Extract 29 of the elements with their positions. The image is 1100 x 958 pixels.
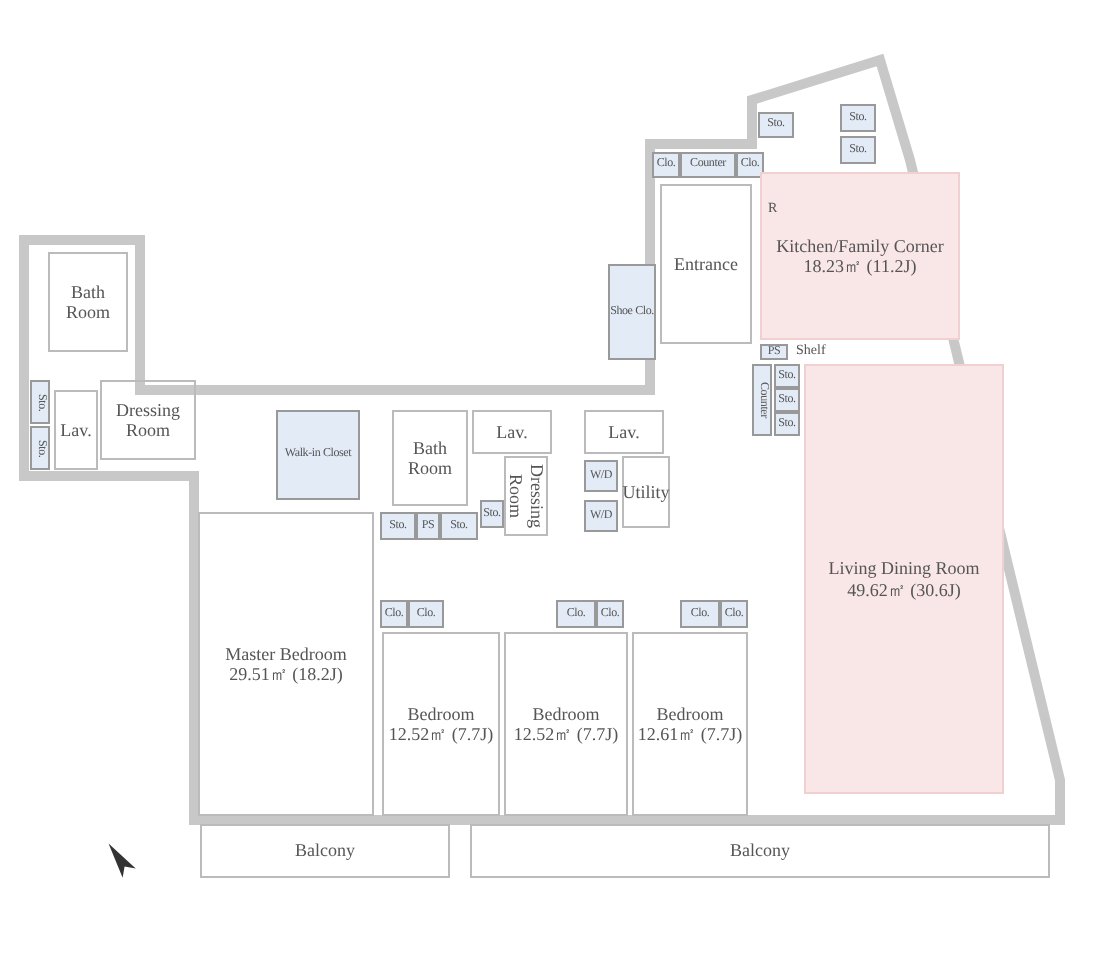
room-name: Bedroom bbox=[407, 703, 475, 724]
room-area: Lav. bbox=[54, 390, 98, 470]
room-size: 29.51㎡ (18.2J) bbox=[229, 664, 343, 685]
room-name: Bedroom bbox=[656, 703, 724, 724]
room-name: Master Bedroom bbox=[225, 643, 347, 664]
room-area: Dressing Room bbox=[100, 380, 196, 460]
room-area: Lav. bbox=[584, 410, 664, 454]
room-size: 49.62㎡ (30.6J) bbox=[847, 579, 961, 600]
room-area: Entrance bbox=[660, 184, 752, 344]
room-size: 12.52㎡ (7.7J) bbox=[513, 724, 619, 745]
room-area bbox=[504, 632, 628, 816]
room-area bbox=[382, 632, 500, 816]
room-name: Kitchen/Family Corner bbox=[776, 235, 944, 256]
room-area bbox=[804, 364, 1004, 794]
room-area bbox=[760, 172, 960, 340]
room-area: Dressing Room bbox=[504, 456, 548, 536]
room-area: Bath Room bbox=[392, 410, 468, 506]
room-size: 12.52㎡ (7.7J) bbox=[388, 724, 494, 745]
room-name: Living Dining Room bbox=[828, 558, 980, 579]
room-name: Bedroom bbox=[532, 703, 600, 724]
room-area: Bath Room bbox=[48, 252, 128, 352]
room-area bbox=[632, 632, 748, 816]
room-size: 18.23㎡ (11.2J) bbox=[803, 256, 917, 277]
room-area bbox=[198, 512, 374, 816]
room-area: Balcony bbox=[470, 824, 1050, 878]
room-area: Lav. bbox=[472, 410, 552, 454]
room-area: Balcony bbox=[200, 824, 450, 878]
room-area: Utility bbox=[622, 456, 670, 528]
room-size: 12.61㎡ (7.7J) bbox=[637, 724, 743, 745]
